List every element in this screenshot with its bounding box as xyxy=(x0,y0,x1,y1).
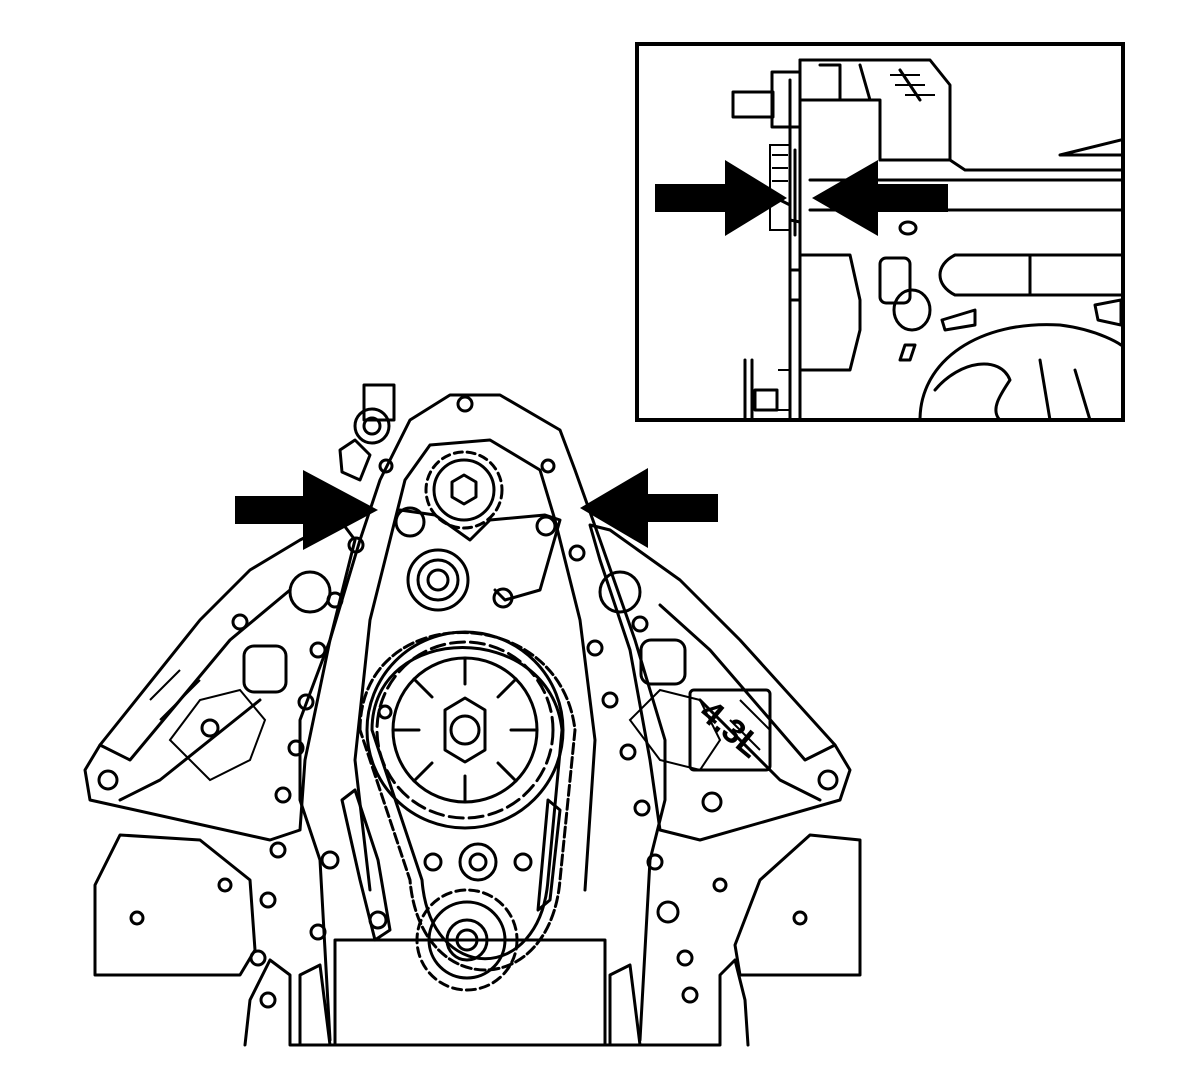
main-arrow-left xyxy=(235,470,378,550)
cam-phaser-spokes xyxy=(391,656,539,804)
idler-sprocket xyxy=(424,450,504,530)
main-arrow-right xyxy=(580,468,718,548)
camshaft-sprocket xyxy=(365,630,565,830)
cover-bolt-holes xyxy=(97,395,839,1009)
arrow-left-icon xyxy=(580,468,718,548)
crankshaft-sprocket xyxy=(415,888,519,992)
arrow-left-icon xyxy=(812,160,948,236)
timing-components xyxy=(320,450,577,992)
engine-block: 4.3L xyxy=(83,393,862,1047)
cam-position-sensor xyxy=(338,383,396,482)
detail-inset xyxy=(635,42,1125,422)
arrow-right-icon xyxy=(655,160,787,236)
arrow-right-icon xyxy=(235,470,378,550)
